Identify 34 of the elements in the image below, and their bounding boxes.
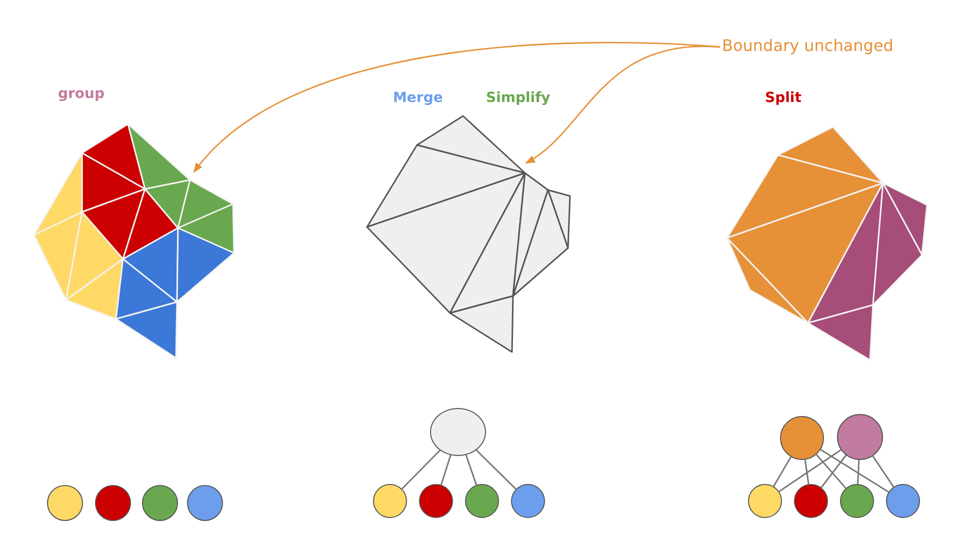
graph-node-circle [511,484,545,518]
graph-node-circle [142,485,178,521]
graph-node-circle [47,485,83,521]
connector-line [474,448,516,490]
triangle-mesh-drawing [365,114,573,354]
graph-node-circle [837,414,883,460]
connector-line [440,454,452,486]
connector-line [816,454,846,489]
graph-node-circle [373,484,407,518]
graph-node-circle [748,484,782,518]
connector-line [401,448,442,490]
connector-line [872,456,894,488]
graph-node-circle [465,484,499,518]
graph-node-circle [780,416,824,460]
graph-node-circle [886,484,920,518]
graph-node-circle [794,484,828,518]
heading-label: group [58,86,105,102]
connector-line [772,456,792,487]
connector-line [857,460,860,484]
graph-node-circle [95,485,131,521]
triangle-mesh-drawing [32,122,236,360]
heading-label: Split [765,90,802,106]
connector-line [804,460,810,484]
graph-node-circle [187,485,223,521]
curved-arrow [525,46,720,164]
connector-line [820,454,847,488]
heading-label: Merge [393,90,443,106]
annotation-text: Boundary unchanged [722,36,894,55]
connector-line [820,449,889,493]
graph-node-circle [840,484,874,518]
connector-line [778,449,842,492]
graph-node-circle [430,408,486,456]
connector-line [465,454,478,486]
graph-node-circle [419,484,453,518]
